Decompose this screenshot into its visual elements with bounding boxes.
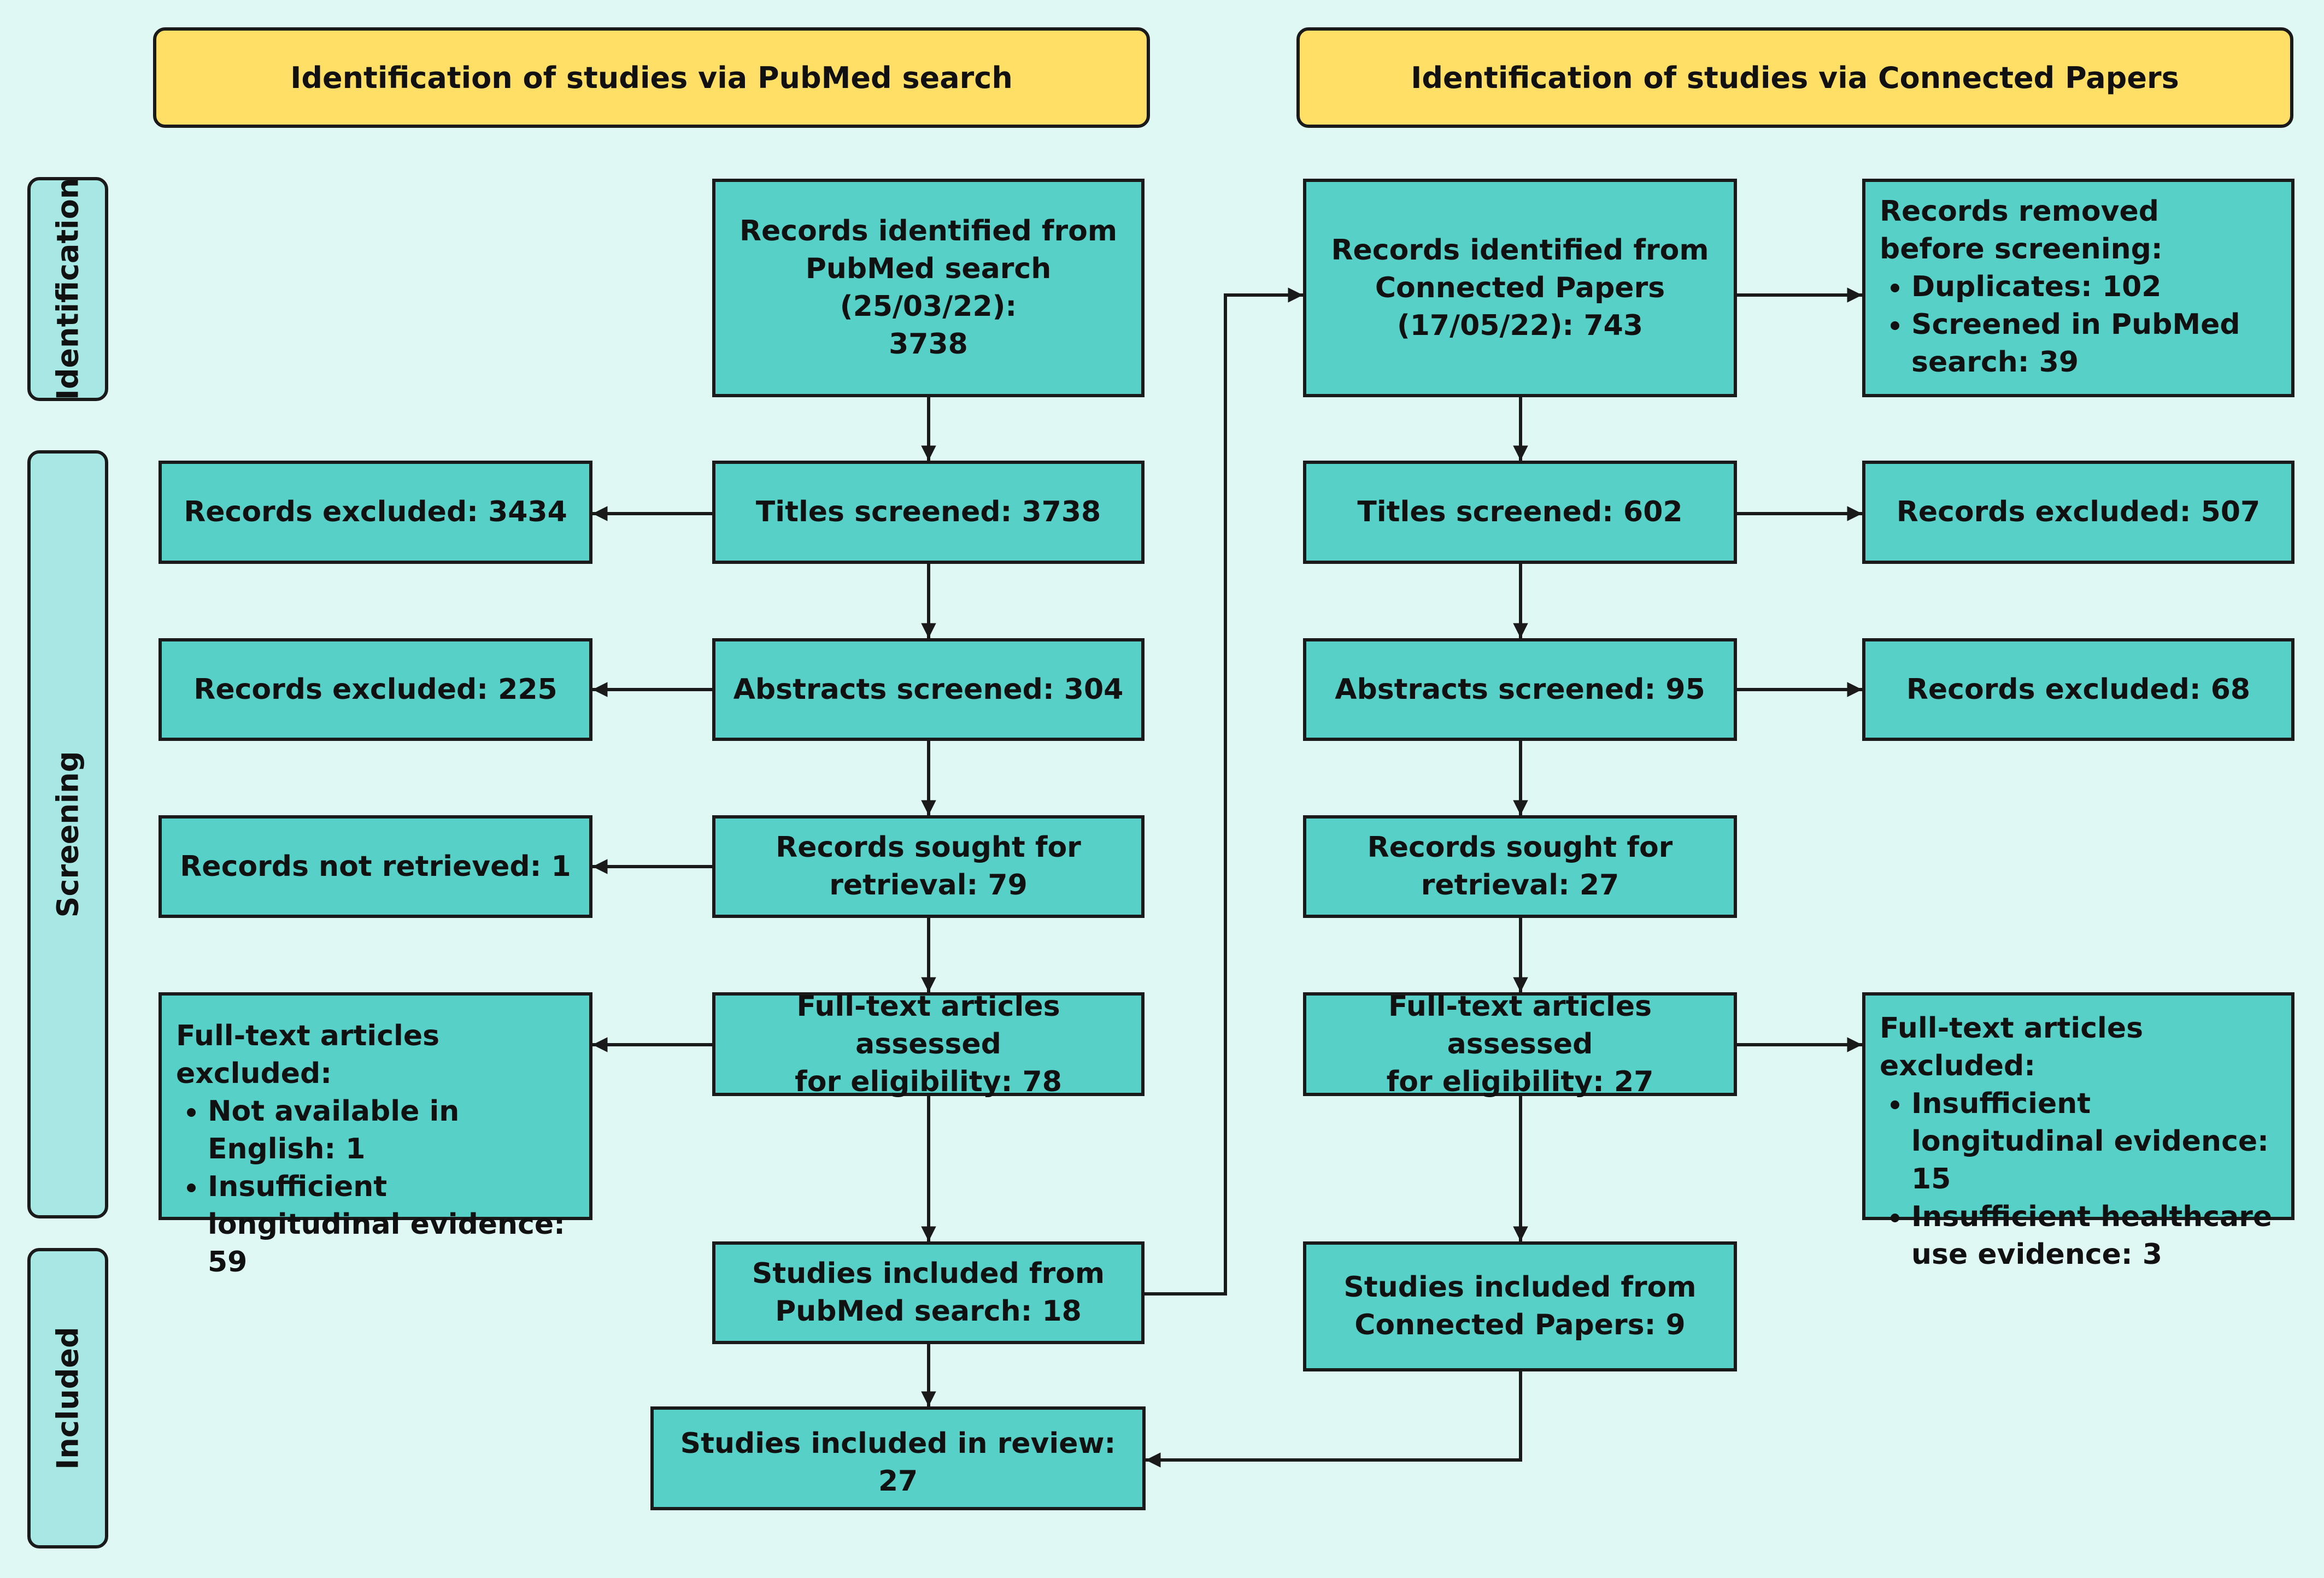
pm-records-sought: Records sought for retrieval: 79 xyxy=(712,815,1145,918)
cp-titles-excluded: Records excluded: 507 xyxy=(1862,461,2294,564)
list-item: Not available in English: 1 xyxy=(208,1093,576,1168)
list-item: Screened in PubMed search: 39 xyxy=(1911,306,2278,381)
pm-abstracts-screened: Abstracts screened: 304 xyxy=(712,638,1145,741)
pm-studies-included: Studies included from PubMed search: 18 xyxy=(712,1241,1145,1344)
cp-records-sought: Records sought for retrieval: 27 xyxy=(1303,815,1737,918)
cp-studies-included: Studies included from Connected Papers: … xyxy=(1303,1241,1737,1371)
cp-records-identified: Records identified from Connected Papers… xyxy=(1303,179,1737,397)
header-pubmed-label: Identification of studies via PubMed sea… xyxy=(290,60,1013,95)
arrow-cp-included-to-review xyxy=(1146,1371,1522,1468)
pm-titles-screened: Titles screened: 3738 xyxy=(712,461,1145,564)
header-pubmed: Identification of studies via PubMed sea… xyxy=(153,27,1150,128)
stage-identification: Identification xyxy=(27,177,108,401)
stage-included: Included xyxy=(27,1248,108,1548)
list-item: Insufficient healthcare use evidence: 3 xyxy=(1911,1198,2278,1274)
list-item: Duplicates: 102 xyxy=(1911,268,2278,306)
cp-fulltext-excluded: Full-text articles excluded: Insufficien… xyxy=(1862,992,2294,1271)
cp-abstracts-screened: Abstracts screened: 95 xyxy=(1303,638,1737,741)
pm-abstracts-excluded: Records excluded: 225 xyxy=(159,638,592,741)
pm-fulltext-excluded: Full-text articles excluded: Not availab… xyxy=(159,992,592,1279)
pm-records-identified: Records identified from PubMed search (2… xyxy=(712,179,1145,397)
pm-titles-excluded: Records excluded: 3434 xyxy=(159,461,592,564)
cp-titles-screened: Titles screened: 602 xyxy=(1303,461,1737,564)
cp-fulltext-assessed: Full-text articles assessed for eligibil… xyxy=(1303,990,1737,1098)
pm-not-retrieved: Records not retrieved: 1 xyxy=(159,815,592,918)
cp-records-removed-list: Duplicates: 102 Screened in PubMed searc… xyxy=(1880,268,2278,381)
cp-fulltext-excluded-list: Insufficient longitudinal evidence: 15 I… xyxy=(1880,1085,2278,1274)
header-connected-papers: Identification of studies via Connected … xyxy=(1296,27,2293,128)
stage-screening: Screening xyxy=(27,450,108,1218)
studies-included-in-review: Studies included in review: 27 xyxy=(650,1406,1146,1510)
cp-abstracts-excluded: Records excluded: 68 xyxy=(1862,638,2294,741)
header-connected-label: Identification of studies via Connected … xyxy=(1411,60,2179,95)
cp-records-removed: Records removed before screening: Duplic… xyxy=(1862,179,2294,397)
pm-fulltext-assessed: Full-text articles assessed for eligibil… xyxy=(712,990,1145,1098)
arrow-pm-included-to-cp-identified xyxy=(1145,287,1303,1296)
list-item: Insufficient longitudinal evidence: 15 xyxy=(1911,1085,2278,1198)
list-item: Insufficient longitudinal evidence: 59 xyxy=(208,1168,576,1281)
pm-fulltext-excluded-list: Not available in English: 1 Insufficient… xyxy=(176,1093,576,1281)
